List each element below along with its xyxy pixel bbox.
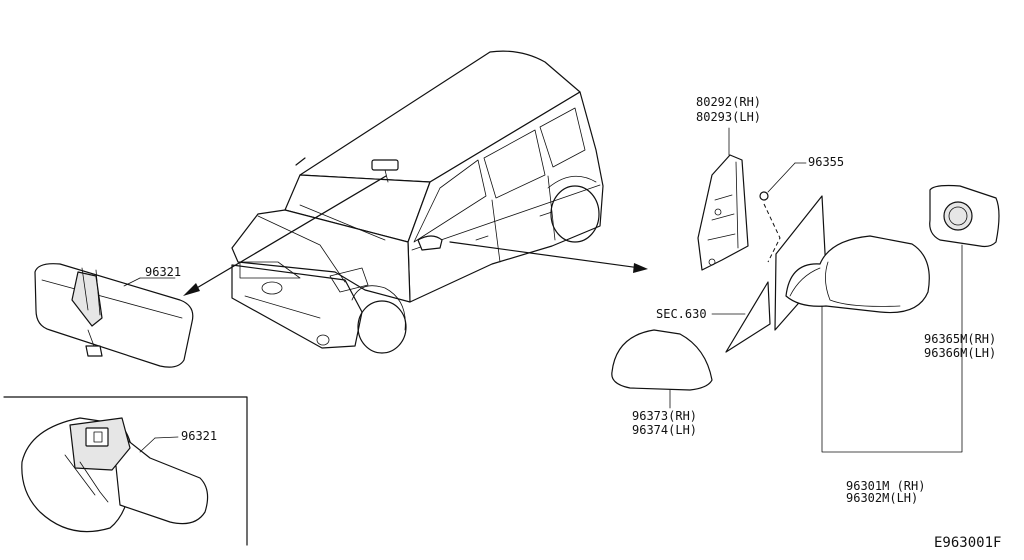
clip-part [759,162,807,263]
pointer-arrows [183,175,648,296]
inner-mirror-main-label: 96321 [145,265,181,279]
door-mirror-assembly [711,195,963,453]
door-mirror-label-rh: 96301M (RH) [846,479,925,493]
corner-trim-label-lh: 80293(LH) [696,110,761,124]
inner-mirror-detail-label: 96321 [181,429,217,443]
mirror-glass-part [929,184,1000,248]
mirror-glass-label-lh: 96366M(LH) [924,346,996,360]
corner-trim-label-rh: 80292(RH) [696,95,761,109]
mirror-glass-label-rh: 96365M(RH) [924,332,996,346]
inner-mirror-detail-inset [3,396,248,546]
figure-code: E963001F [934,535,1001,551]
corner-trim-part [697,127,749,271]
mirror-cover-part [611,329,713,409]
vehicle-illustration [231,50,604,354]
mirror-cover-label-lh: 96374(LH) [632,423,697,437]
section-ref-label: SEC.630 [656,307,707,321]
inner-mirror-main [34,263,194,368]
door-mirror-label-lh: 96302M(LH) [846,491,918,505]
clip-label: 96355 [808,155,844,169]
mirror-cover-label-rh: 96373(RH) [632,409,697,423]
